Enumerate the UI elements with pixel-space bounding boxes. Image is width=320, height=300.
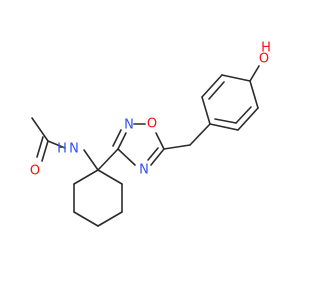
bond-phenyl-3 bbox=[221, 74, 251, 82]
bond-cyclohexane-4 bbox=[73, 211, 99, 227]
atom-ring-o1: O bbox=[147, 117, 157, 132]
bond-carbonyl-c-n bbox=[47, 140, 66, 149]
bond-phenyl-inner-1 bbox=[208, 81, 225, 100]
atom-amide-n: N bbox=[69, 142, 79, 157]
bond-phenyl-4 bbox=[249, 80, 259, 109]
structure-diagram: H O N O N H N O bbox=[30, 41, 271, 227]
bond-carbonyl-double-b bbox=[36, 136, 44, 158]
atom-ring-n2: N bbox=[124, 118, 134, 133]
bond-cyclohexane-3 bbox=[97, 211, 123, 227]
bond-methyl bbox=[31, 117, 49, 142]
bond-phenyl-inner-2 bbox=[235, 106, 252, 124]
atom-carbonyl-o: O bbox=[30, 164, 40, 179]
bond-phenyl-5 bbox=[237, 107, 259, 131]
bond-c5-n4-double bbox=[147, 147, 159, 161]
bond-phenyl-2 bbox=[201, 74, 223, 98]
bond-c3-n2 bbox=[117, 132, 127, 150]
bond-ch2-phenyl bbox=[189, 123, 211, 146]
bonds bbox=[31, 65, 260, 227]
bond-c5-n4 bbox=[150, 148, 165, 166]
bond-c5-ch2 bbox=[163, 144, 191, 150]
bond-cq-ring bbox=[97, 148, 119, 171]
atom-hydroxyl-o: O bbox=[259, 52, 269, 67]
molecule-canvas: H O N O N H N O bbox=[30, 41, 271, 227]
bond-cyclohexane-6 bbox=[73, 169, 99, 185]
atom-ring-n4: N bbox=[139, 163, 149, 178]
bond-c3-n2-double bbox=[112, 129, 122, 147]
bond-n-cq bbox=[83, 149, 99, 171]
atom-amide-h: H bbox=[57, 142, 67, 157]
atom-hydroxyl-h: H bbox=[261, 41, 271, 56]
bond-cyclohexane-1 bbox=[97, 169, 123, 185]
atom-labels: H O N O N H N O bbox=[30, 41, 271, 179]
bond-phenyl-6 bbox=[209, 123, 239, 131]
bond-carbonyl-double-a bbox=[41, 140, 49, 162]
bond-phenyl-inner-3 bbox=[214, 118, 237, 124]
bond-phenyl-1 bbox=[201, 96, 211, 125]
bond-phenol-o bbox=[249, 65, 260, 82]
bond-o1-c5 bbox=[155, 132, 165, 150]
bond-n4-c3 bbox=[117, 148, 136, 166]
